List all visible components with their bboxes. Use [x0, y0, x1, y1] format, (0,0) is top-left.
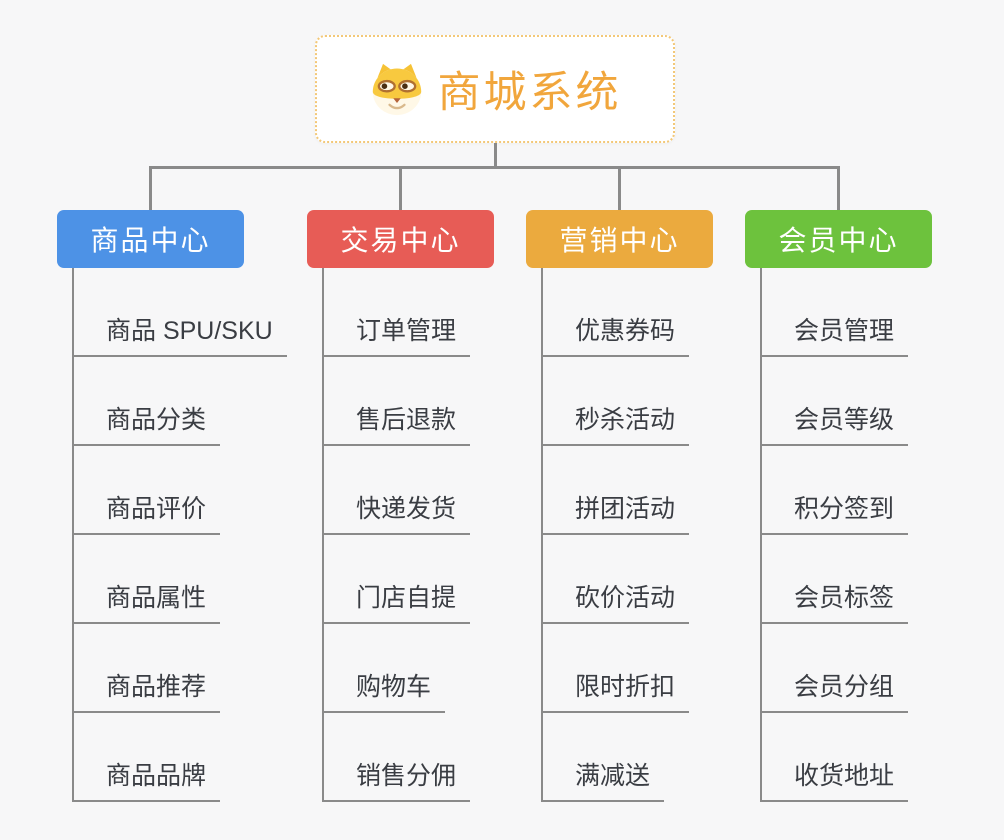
- child-topic[interactable]: 售后退款: [322, 406, 471, 446]
- branch-header-3[interactable]: 营销中心: [526, 210, 713, 268]
- branch-header-2[interactable]: 交易中心: [307, 210, 494, 268]
- child-topic[interactable]: 销售分佣: [322, 762, 471, 802]
- child-topic[interactable]: 商品分类: [72, 406, 221, 446]
- connector-line: [618, 166, 621, 210]
- connector-line: [837, 166, 840, 210]
- root-node[interactable]: 商城系统: [315, 35, 675, 143]
- child-topic[interactable]: 会员等级: [760, 406, 909, 446]
- branch-label: 会员中心: [778, 225, 899, 256]
- branch-label: 营销中心: [559, 225, 680, 256]
- child-topic[interactable]: 会员分组: [760, 673, 909, 713]
- branch-trunk-line: [760, 268, 762, 802]
- root-title: 商城系统: [437, 69, 622, 117]
- connector-line: [149, 166, 840, 169]
- child-topic[interactable]: 砍价活动: [541, 584, 690, 624]
- child-topic[interactable]: 购物车: [322, 673, 446, 713]
- child-topic[interactable]: 商品属性: [72, 584, 221, 624]
- child-topic[interactable]: 收货地址: [760, 762, 909, 802]
- connector-line: [399, 166, 402, 210]
- child-topic[interactable]: 会员标签: [760, 584, 909, 624]
- child-topic[interactable]: 积分签到: [760, 495, 909, 535]
- child-topic[interactable]: 商品评价: [72, 495, 221, 535]
- child-topic[interactable]: 订单管理: [322, 317, 471, 357]
- branch-label: 交易中心: [340, 225, 461, 256]
- child-topic[interactable]: 商品推荐: [72, 673, 221, 713]
- branch-trunk-line: [541, 268, 543, 802]
- child-topic[interactable]: 商品 SPU/SKU: [72, 317, 287, 357]
- branch-header-4[interactable]: 会员中心: [745, 210, 932, 268]
- branch-trunk-line: [322, 268, 324, 802]
- child-topic[interactable]: 商品品牌: [72, 762, 221, 802]
- child-topic[interactable]: 优惠券码: [541, 317, 690, 357]
- branch-header-1[interactable]: 商品中心: [57, 210, 244, 268]
- dog-face-icon: [369, 61, 425, 117]
- connector-line: [493, 143, 497, 166]
- child-topic[interactable]: 会员管理: [760, 317, 909, 357]
- child-topic[interactable]: 门店自提: [322, 584, 471, 624]
- branch-trunk-line: [72, 268, 74, 802]
- connector-line: [149, 166, 152, 210]
- child-topic[interactable]: 满减送: [541, 762, 665, 802]
- child-topic[interactable]: 快递发货: [322, 495, 471, 535]
- branch-label: 商品中心: [90, 225, 211, 256]
- child-topic[interactable]: 拼团活动: [541, 495, 690, 535]
- child-topic[interactable]: 限时折扣: [541, 673, 690, 713]
- child-topic[interactable]: 秒杀活动: [541, 406, 690, 446]
